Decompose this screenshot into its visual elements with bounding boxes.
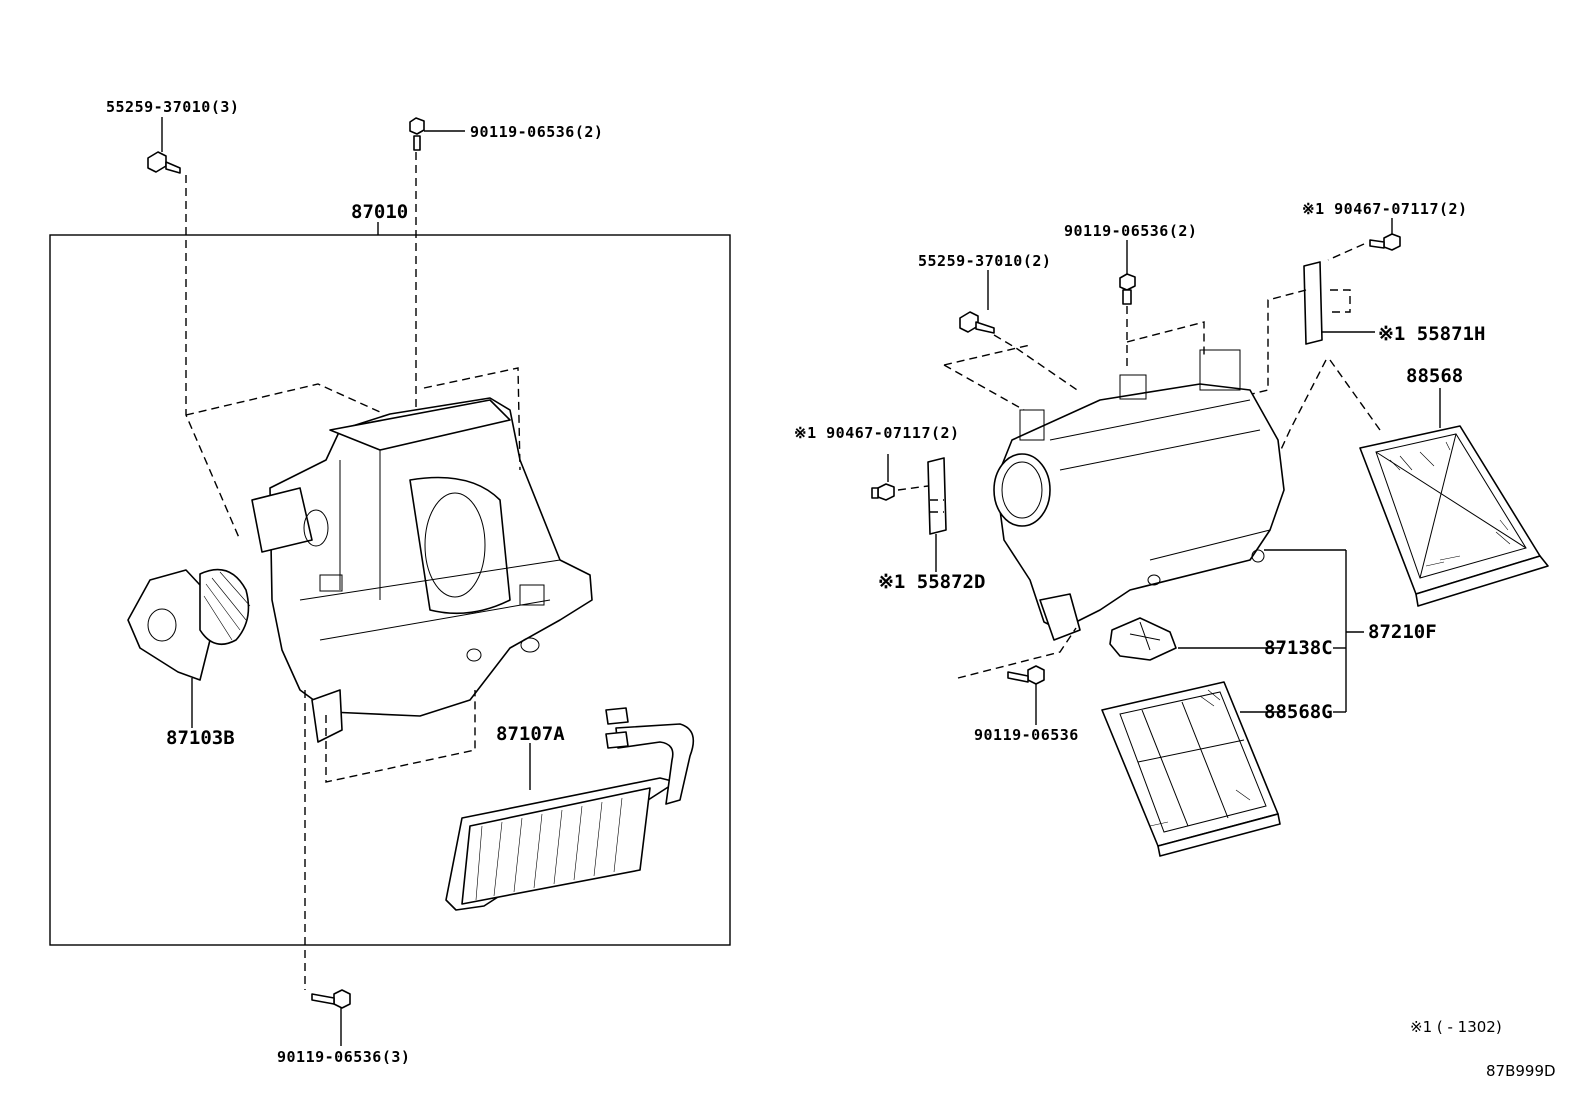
screw-icon (311, 989, 351, 1046)
label-unit-assembly: 87010 (351, 201, 408, 223)
leader-lines-87210F (1264, 549, 1364, 713)
label-left-top-screw: 90119-06536(2) (470, 123, 603, 141)
clip-icon (147, 117, 181, 174)
label-filter-frame: 88568 (1406, 365, 1463, 387)
label-right-clip: 55259-37010(2) (918, 252, 1051, 270)
diagram-code: 87B999D (1486, 1062, 1556, 1080)
filter-element (1101, 681, 1285, 857)
footnote: ※1 ( - 1302) (1410, 1018, 1502, 1036)
label-filter-element: 88568G (1264, 701, 1333, 723)
label-blower-motor: 87103B (166, 727, 235, 749)
label-left-top-clip: 55259-37010(3) (106, 98, 239, 116)
clip-icon (871, 454, 895, 501)
blower-resistor (1109, 617, 1282, 661)
assembly-frame-87010 (49, 222, 731, 946)
label-right-top-clip-note: ※1 90467-07117(2) (1302, 200, 1468, 218)
clip-icon (1369, 218, 1401, 251)
screw-icon (1119, 240, 1136, 305)
screw-icon (1007, 665, 1045, 725)
blower-motor (127, 568, 251, 728)
label-right-top-screw: 90119-06536(2) (1064, 222, 1197, 240)
label-right-top-bracket: ※1 55871H (1378, 323, 1485, 345)
heater-unit-case (251, 397, 593, 743)
screw-icon (409, 117, 465, 151)
label-left-clip-note: ※1 90467-07117(2) (794, 424, 960, 442)
bracket-55872D (927, 457, 947, 572)
label-heater-core: 87107A (496, 723, 565, 745)
clip-icon (959, 270, 995, 334)
heater-core (445, 707, 695, 911)
label-left-bracket: ※1 55872D (878, 571, 985, 593)
label-left-bottom-screw: 90119-06536(3) (277, 1048, 410, 1066)
label-blower-assembly: 87210F (1368, 621, 1437, 643)
blower-case (993, 349, 1285, 641)
label-resistor: 87138C (1264, 637, 1333, 659)
filter-frame (1359, 388, 1549, 607)
bracket-55871H (1303, 261, 1375, 345)
label-bottom-screw: 90119-06536 (974, 726, 1079, 744)
